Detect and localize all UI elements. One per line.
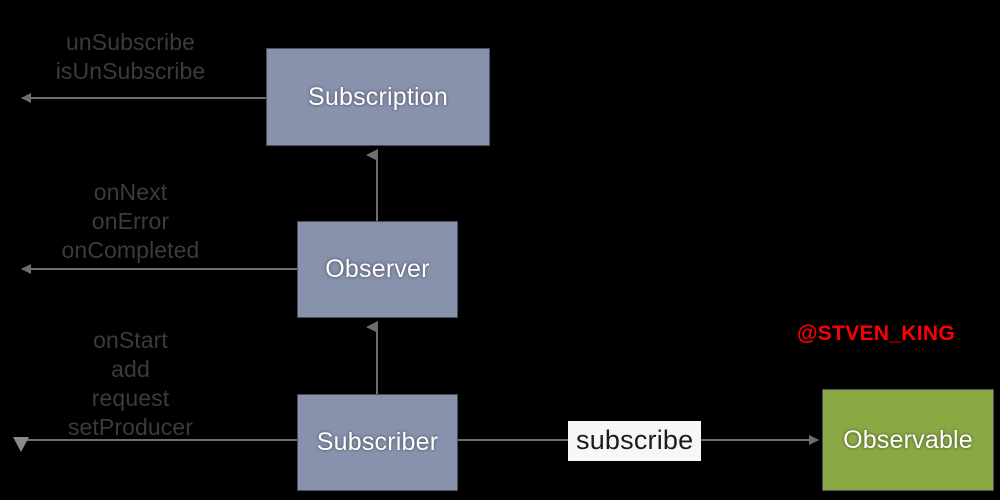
subscription-methods-label: unSubscribe isUnSubscribe — [55, 29, 206, 84]
edge-label-subscribe: subscribe — [568, 421, 702, 461]
node-observable[interactable]: Observable — [822, 389, 994, 491]
node-subscription-label: Subscription — [308, 82, 448, 111]
node-observer-label: Observer — [325, 255, 430, 283]
node-observer[interactable]: Observer — [297, 221, 458, 318]
observer-methods-label: onNext onError onCompleted — [61, 179, 200, 263]
node-subscription[interactable]: Subscription — [266, 48, 490, 146]
node-subscriber-label: Subscriber — [316, 428, 439, 456]
arrow-subscriber-out — [13, 437, 297, 452]
node-subscriber[interactable]: Subscriber — [297, 394, 458, 491]
subscriber-methods-label: onStart add request setProducer — [67, 327, 194, 440]
author-handle: @STVEN_KING — [797, 322, 955, 345]
node-observable-label: Observable — [843, 425, 973, 454]
